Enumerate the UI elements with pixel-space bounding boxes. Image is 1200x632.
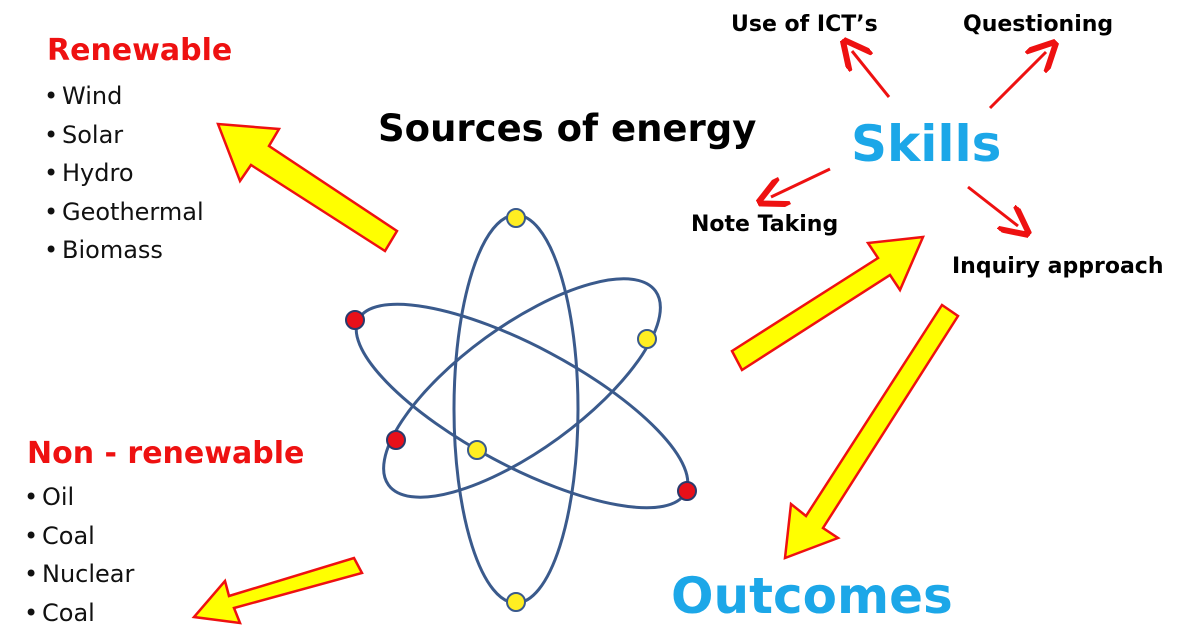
- non-renewable-item-label: Oil: [42, 483, 74, 511]
- renewable-item-label: Solar: [62, 121, 123, 149]
- red-arrow-icon: [852, 51, 889, 97]
- block-arrow-icon: [732, 237, 923, 370]
- renewable-item: •Solar: [44, 116, 204, 155]
- bullet-icon: •: [24, 478, 42, 517]
- page-title: Sources of energy: [378, 107, 756, 150]
- atom-icon: [330, 209, 713, 611]
- block-arrow-icon: [194, 558, 362, 623]
- outcomes-label: Outcomes: [671, 567, 953, 625]
- non-renewable-item: •Coal: [24, 594, 134, 632]
- red-arrow-icon: [771, 169, 830, 197]
- non-renewable-item: •Coal: [24, 517, 134, 556]
- electron-red: [387, 431, 405, 449]
- block-arrow-icon: [218, 124, 397, 251]
- non-renewable-item-label: Coal: [42, 522, 95, 550]
- orbit-descending: [330, 266, 713, 546]
- bullet-icon: •: [44, 116, 62, 155]
- skill-inquiry-approach: Inquiry approach: [952, 254, 1164, 279]
- electron-yellow: [468, 441, 486, 459]
- bullet-icon: •: [44, 231, 62, 270]
- renewable-item: •Wind: [44, 77, 204, 116]
- orbit-ascending: [352, 241, 692, 535]
- skill-questioning: Questioning: [963, 12, 1113, 37]
- renewable-item-label: Biomass: [62, 236, 163, 264]
- non-renewable-list: •Oil•Coal•Nuclear•Coal: [24, 478, 134, 632]
- skill-use-of-icts: Use of ICT’s: [731, 12, 878, 37]
- non-renewable-item: •Nuclear: [24, 555, 134, 594]
- red-arrow-icon: [968, 187, 1018, 226]
- renewable-item: •Biomass: [44, 231, 204, 270]
- block-arrow-icon: [785, 305, 958, 558]
- non-renewable-item: •Oil: [24, 478, 134, 517]
- renewable-item: •Hydro: [44, 154, 204, 193]
- bullet-icon: •: [24, 555, 42, 594]
- renewable-list: •Wind•Solar•Hydro•Geothermal•Biomass: [44, 77, 204, 270]
- bullet-icon: •: [24, 517, 42, 556]
- electron-yellow: [507, 593, 525, 611]
- electron-red: [346, 311, 364, 329]
- electron-red: [678, 482, 696, 500]
- non-renewable-item-label: Nuclear: [42, 560, 134, 588]
- electron-yellow: [507, 209, 525, 227]
- renewable-item-label: Geothermal: [62, 198, 204, 226]
- skill-note-taking: Note Taking: [691, 212, 838, 237]
- renewable-item: •Geothermal: [44, 193, 204, 232]
- renewable-item-label: Hydro: [62, 159, 134, 187]
- renewable-item-label: Wind: [62, 82, 122, 110]
- skills-label: Skills: [851, 115, 1001, 173]
- renewable-heading: Renewable: [47, 33, 232, 68]
- orbit-vertical: [454, 215, 578, 603]
- bullet-icon: •: [44, 154, 62, 193]
- non-renewable-heading: Non - renewable: [27, 436, 304, 471]
- bullet-icon: •: [44, 77, 62, 116]
- bullet-icon: •: [24, 594, 42, 632]
- electron-yellow: [638, 330, 656, 348]
- non-renewable-item-label: Coal: [42, 599, 95, 627]
- red-arrow-icon: [990, 52, 1046, 108]
- bullet-icon: •: [44, 193, 62, 232]
